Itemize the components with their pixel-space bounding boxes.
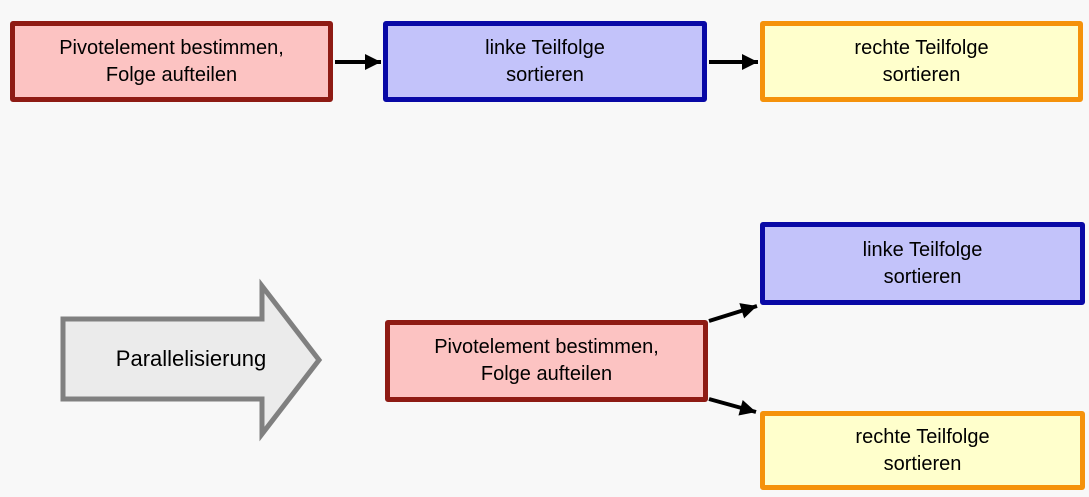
node-sequential-pivot-label: Pivotelement bestimmen, Folge aufteilen — [59, 36, 284, 86]
node-parallel-right-subsequence-label: rechte Teilfolge sortieren — [855, 425, 990, 475]
node-sequential-left-subsequence-label: linke Teilfolge sortieren — [485, 36, 605, 86]
node-parallel-left-subsequence-label: linke Teilfolge sortieren — [862, 238, 983, 288]
node-parallel-left-subsequence: linke Teilfolge sortieren — [760, 222, 1085, 305]
node-sequential-right-subsequence: rechte Teilfolge sortieren — [760, 21, 1083, 102]
arrow-par-pivot-to-right — [708, 397, 757, 416]
node-parallel-right-subsequence: rechte Teilfolge sortieren — [760, 411, 1085, 490]
arrow-par-pivot-to-left — [708, 303, 758, 323]
node-parallel-pivot: Pivotelement bestimmen, Folge aufteilen — [385, 320, 708, 402]
node-sequential-pivot: Pivotelement bestimmen, Folge aufteilen — [10, 21, 333, 102]
node-sequential-right-subsequence-label: rechte Teilfolge sortieren — [854, 36, 989, 86]
node-sequential-left-subsequence: linke Teilfolge sortieren — [383, 21, 707, 102]
node-parallel-pivot-label: Pivotelement bestimmen, Folge aufteilen — [434, 336, 659, 385]
parallelization-arrow-label: Parallelisierung — [115, 346, 267, 371]
